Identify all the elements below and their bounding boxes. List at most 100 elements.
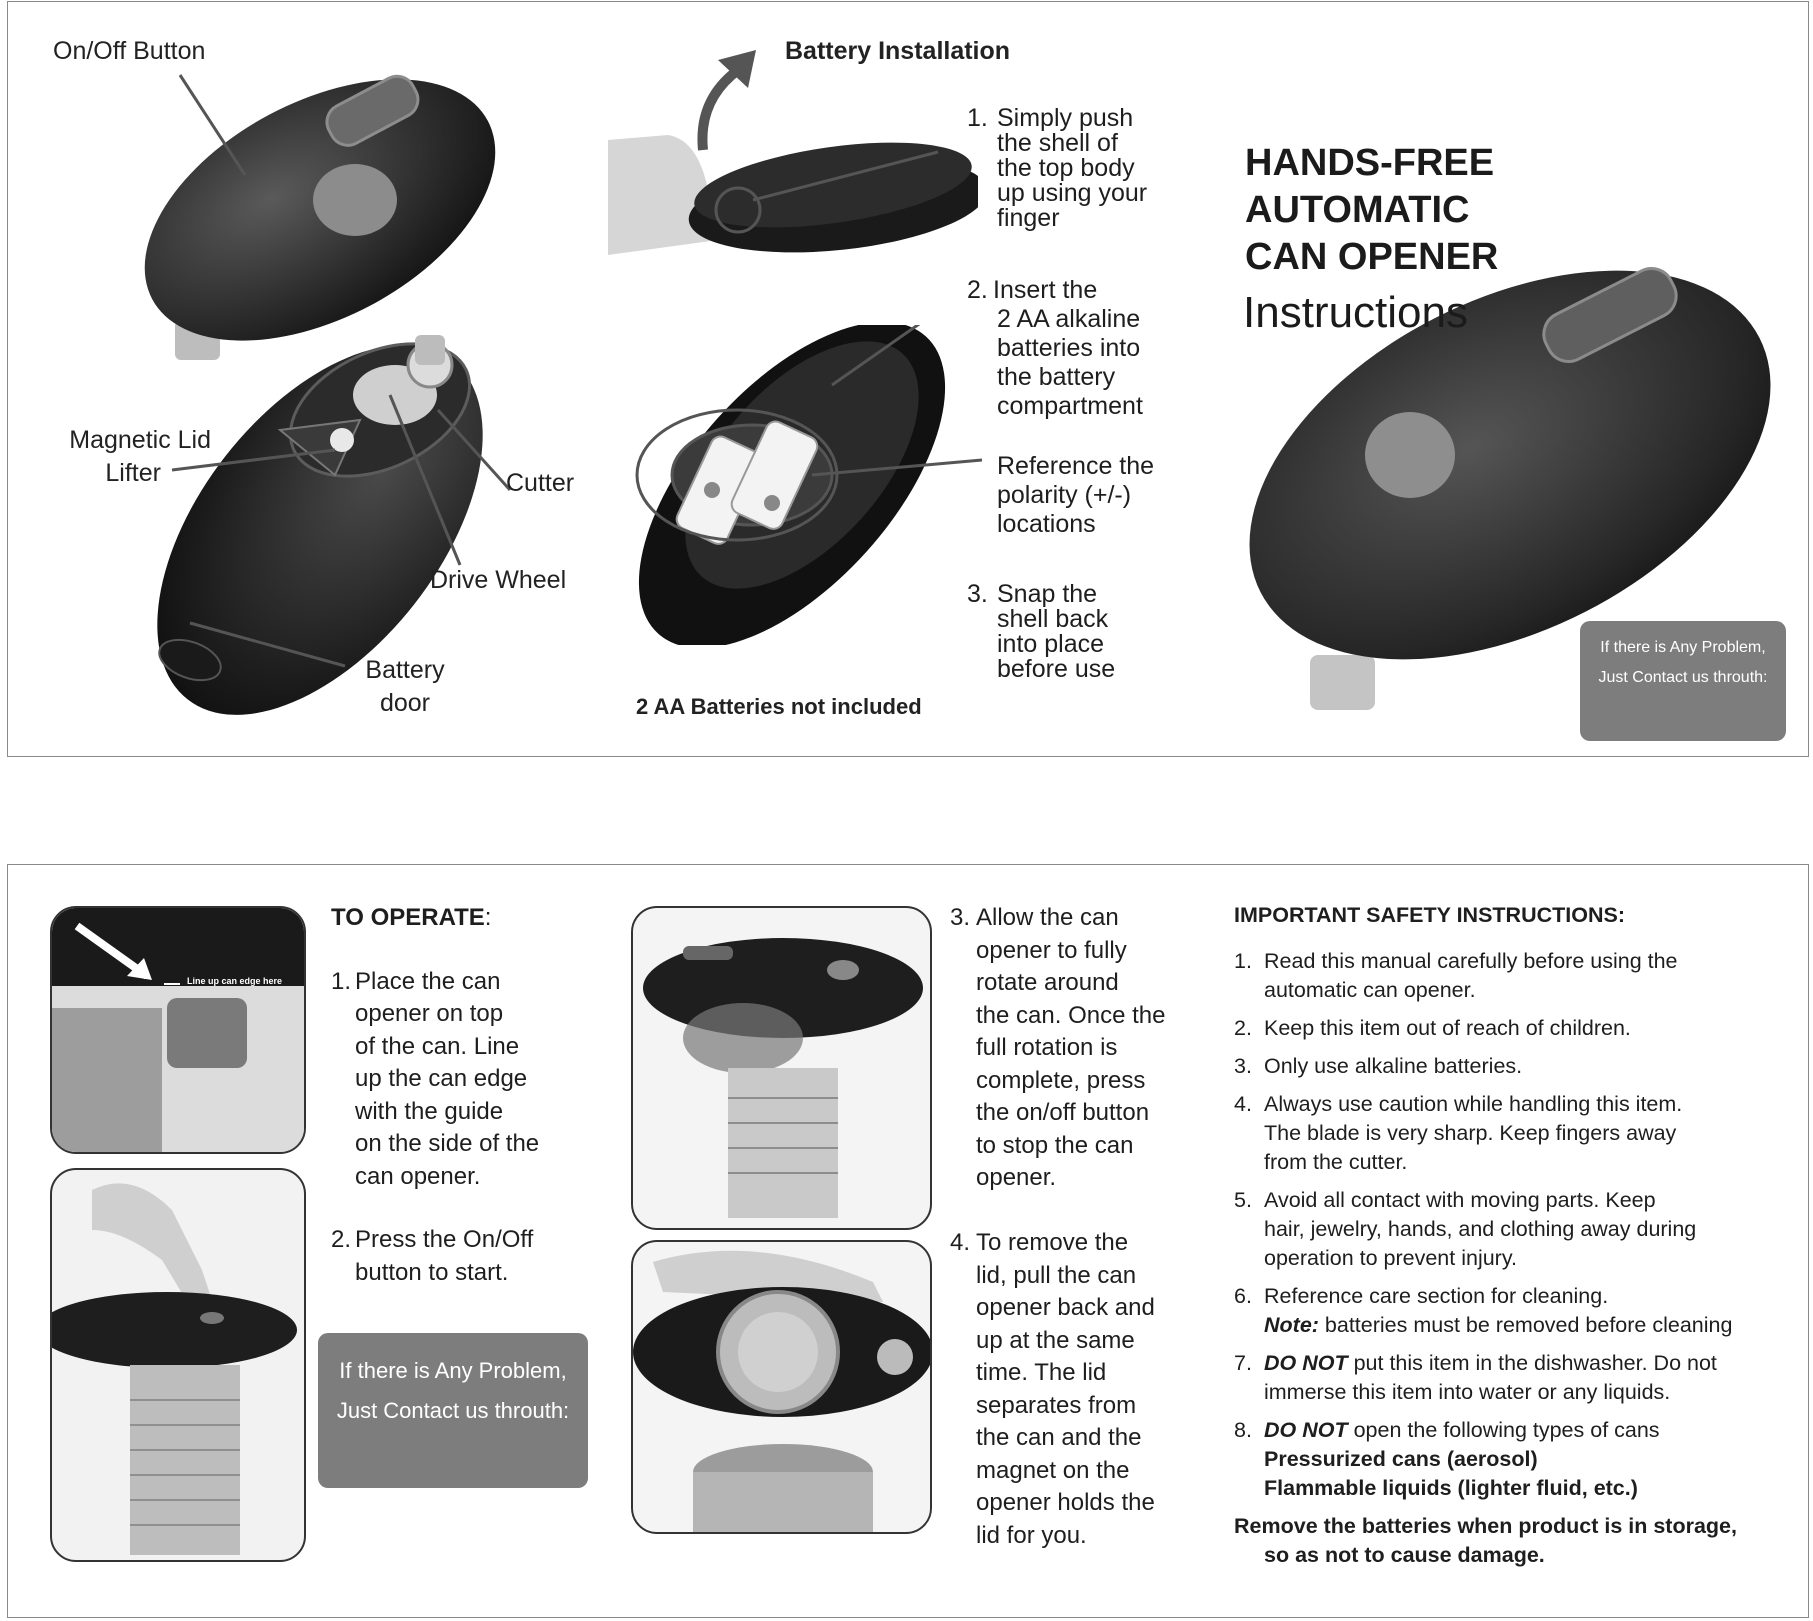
battery-step-2: 2. Insert the 2 AA alkaline batteries in… <box>967 276 1143 421</box>
operate-step-4-line: separates from <box>976 1391 1137 1419</box>
safety-item-5-line: operation to prevent injury. <box>1264 1246 1517 1270</box>
operate-step-1-line: can opener. <box>355 1162 481 1190</box>
battery-step-1-line: finger <box>997 204 1060 232</box>
instructions-subtitle: Instructions <box>1243 288 1468 337</box>
to-operate-heading: TO OPERATE: <box>331 902 539 935</box>
operate-step-3-line: rotate around <box>976 969 1119 996</box>
storage-warning-line: Remove the batteries when product is in … <box>1234 1514 1737 1538</box>
safety-item-7-number: 7. <box>1234 1351 1252 1375</box>
operate-step-4-line: lid for you. <box>976 1521 1087 1549</box>
battery-step-3-line: into place <box>997 630 1105 658</box>
battery-door-line2: door <box>379 689 431 718</box>
guide-label: Line up can edge here <box>187 976 283 986</box>
battery-shell-open-image <box>608 50 978 255</box>
operate-step-2: 2. Press the On/Off button to start. <box>331 1224 539 1289</box>
battery-step-2-line: the battery <box>997 363 1116 391</box>
polarity-reference-line: polarity (+/-) <box>997 481 1132 509</box>
battery-step-1: 1. Simply push the shell of the top body… <box>967 106 1147 231</box>
operate-step-3: 3. Allow the can opener to fully rotate … <box>950 902 1165 1195</box>
safety-item-4-line: Always use caution while handling this i… <box>1264 1092 1683 1116</box>
product-title: HANDS-FREE AUTOMATIC CAN OPENER <box>1245 140 1498 281</box>
safety-item-2: 2. Keep this item out of reach of childr… <box>1234 1014 1794 1043</box>
operate-step-1-line: on the side of the <box>355 1130 540 1157</box>
safety-item-4-line: from the cutter. <box>1264 1150 1408 1174</box>
can-opener-hero-image <box>1249 267 1771 710</box>
operate-step-3-line: complete, press <box>976 1066 1146 1094</box>
polarity-reference-line: Reference the <box>997 452 1155 480</box>
operate-step-4-line: time. The lid <box>976 1359 1107 1386</box>
operate-step-3-line: full rotation is <box>976 1034 1118 1061</box>
battery-step-1-line: up using your <box>997 179 1148 207</box>
operate-step-3-line: Allow the can <box>976 904 1119 931</box>
operate-step-4-line: the can and the <box>976 1424 1142 1451</box>
safety-item-3: 3. Only use alkaline batteries. <box>1234 1052 1794 1081</box>
safety-item-4: 4. Always use caution while handling thi… <box>1234 1090 1794 1177</box>
drive-wheel-label: Drive Wheel <box>430 566 567 594</box>
contact-line-2: Just Contact us throuth: <box>1598 669 1768 686</box>
battery-step-1-line: the top body <box>997 154 1135 182</box>
operate-step-4-number: 4. <box>950 1229 971 1256</box>
safety-item-1-line: automatic can opener. <box>1264 978 1476 1002</box>
safety-item-7-text: put this item in the dishwasher. Do not <box>1347 1351 1717 1375</box>
safety-item-8-text: open the following types of cans <box>1347 1418 1660 1442</box>
magnetic-lid-lifter-label: Magnetic Lid Lifter <box>53 427 211 487</box>
safety-item-4-number: 4. <box>1234 1092 1252 1116</box>
operate-step-1-line: of the can. Line <box>355 1032 520 1060</box>
operate-step-3-line: opener to fully <box>976 936 1127 964</box>
operate-step-1: 1. Place the can opener on top of the ca… <box>331 966 539 1194</box>
safety-item-5: 5. Avoid all contact with moving parts. … <box>1234 1186 1794 1273</box>
callout-lines-left <box>171 74 512 668</box>
safety-item-6-number: 6. <box>1234 1284 1252 1308</box>
operate-step-1-line: Place the can <box>355 967 501 995</box>
battery-step-2-line: Insert the <box>993 276 1098 304</box>
contact-box-top: If there is Any Problem, Just Contact us… <box>1580 621 1786 741</box>
contact-line-1: If there is Any Problem, <box>1600 639 1766 656</box>
to-operate-heading-text: TO OPERATE <box>331 904 485 931</box>
safety-item-1: 1. Read this manual carefully before usi… <box>1234 947 1794 1005</box>
operate-step-1-number: 1. <box>331 967 352 995</box>
rotation-illustration <box>643 938 923 1218</box>
to-operate-heading-colon: : <box>484 904 492 931</box>
safety-item-2-number: 2. <box>1234 1016 1252 1040</box>
safety-item-3-number: 3. <box>1234 1054 1252 1078</box>
contact-line-1: If there is Any Problem, <box>339 1358 567 1383</box>
battery-door-label: Battery door <box>355 657 455 717</box>
safety-item-8-line: DO NOT open the following types of cans <box>1264 1416 1794 1445</box>
contact-box-bottom: If there is Any Problem, Just Contact us… <box>318 1333 588 1488</box>
do-not-emphasis: DO NOT <box>1264 1418 1348 1442</box>
battery-compartment-image <box>635 325 983 645</box>
to-operate-section: TO OPERATE: 1. Place the can opener on t… <box>331 902 539 1289</box>
safety-item-4-line: The blade is very sharp. Keep fingers aw… <box>1264 1121 1677 1145</box>
battery-step-2-line: 2 AA alkaline <box>997 305 1141 333</box>
safety-item-7-line: immerse this item into water or any liqu… <box>1264 1380 1671 1404</box>
operate-step-4-line: opener holds the <box>976 1489 1155 1516</box>
contact-line-2: Just Contact us throuth: <box>336 1398 570 1423</box>
title-line-3: CAN OPENER <box>1245 236 1499 278</box>
safety-item-8-line: Flammable liquids (lighter fluid, etc.) <box>1264 1476 1638 1500</box>
battery-step-3-number: 3. <box>967 580 988 608</box>
do-not-emphasis: DO NOT <box>1264 1351 1348 1375</box>
polarity-reference: Reference the polarity (+/-) locations <box>997 452 1154 539</box>
safety-item-7: 7. DO NOT put this item in the dishwashe… <box>1234 1349 1794 1407</box>
battery-step-1-line: the shell of <box>997 129 1118 157</box>
operate-step-4-line: magnet on the <box>976 1456 1130 1484</box>
battery-step-3: 3. Snap the shell back into place before… <box>967 582 1115 682</box>
cutter-label: Cutter <box>506 469 575 497</box>
operate-step-4-line: opener back and <box>976 1294 1155 1321</box>
operate-step-1-line: with the guide <box>355 1097 504 1125</box>
battery-step-1-number: 1. <box>967 104 988 132</box>
operate-step-3-line: to stop the can <box>976 1131 1134 1159</box>
battery-step-3-line: Snap the <box>997 580 1098 608</box>
operate-step-4-line: lid, pull the can <box>976 1261 1137 1289</box>
safety-heading: IMPORTANT SAFETY INSTRUCTIONS: <box>1234 903 1625 927</box>
operate-step-2-number: 2. <box>331 1226 352 1253</box>
battery-door-line1: Battery <box>365 656 445 684</box>
note-text: batteries must be removed before cleanin… <box>1318 1313 1733 1337</box>
operate-step-1-line: opener on top <box>355 1000 504 1027</box>
safety-section: IMPORTANT SAFETY INSTRUCTIONS: 1. Read t… <box>1234 901 1794 1570</box>
safety-item-1-number: 1. <box>1234 949 1252 973</box>
operate-step-1-line: up the can edge <box>355 1065 528 1092</box>
storage-warning: Remove the batteries when product is in … <box>1234 1512 1794 1570</box>
safety-item-8-number: 8. <box>1234 1418 1252 1442</box>
rotation-photo <box>631 906 932 1230</box>
